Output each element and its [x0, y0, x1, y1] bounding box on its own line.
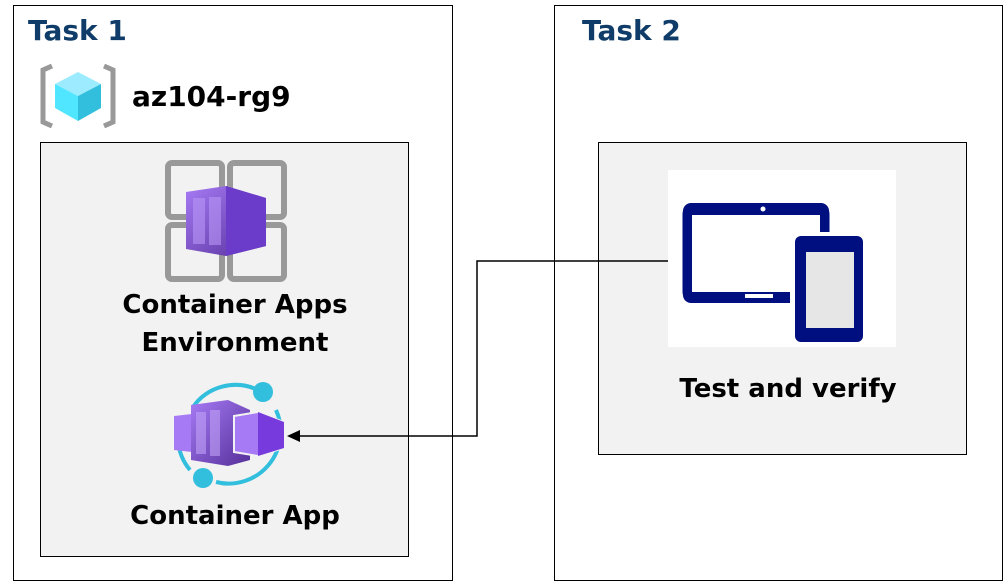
environment-label-line2: Environment	[141, 328, 329, 358]
task2-title: Task 2	[582, 14, 681, 47]
task2-container	[554, 5, 1003, 581]
container-app-label: Container App	[130, 501, 340, 531]
resource-group-icon	[40, 63, 116, 129]
container-app-icon	[174, 382, 285, 488]
task1-container	[13, 5, 453, 581]
resource-group-name: az104-rg9	[132, 80, 291, 113]
test-label: Test and verify	[679, 374, 897, 404]
environment-label: Container Apps Environment	[40, 286, 430, 362]
container-cube-icon	[186, 186, 266, 256]
environment-label-line1: Container Apps	[122, 290, 348, 320]
connector-arrow	[287, 260, 668, 442]
task1-title: Task 1	[28, 14, 127, 47]
devices-icon	[682, 203, 866, 344]
